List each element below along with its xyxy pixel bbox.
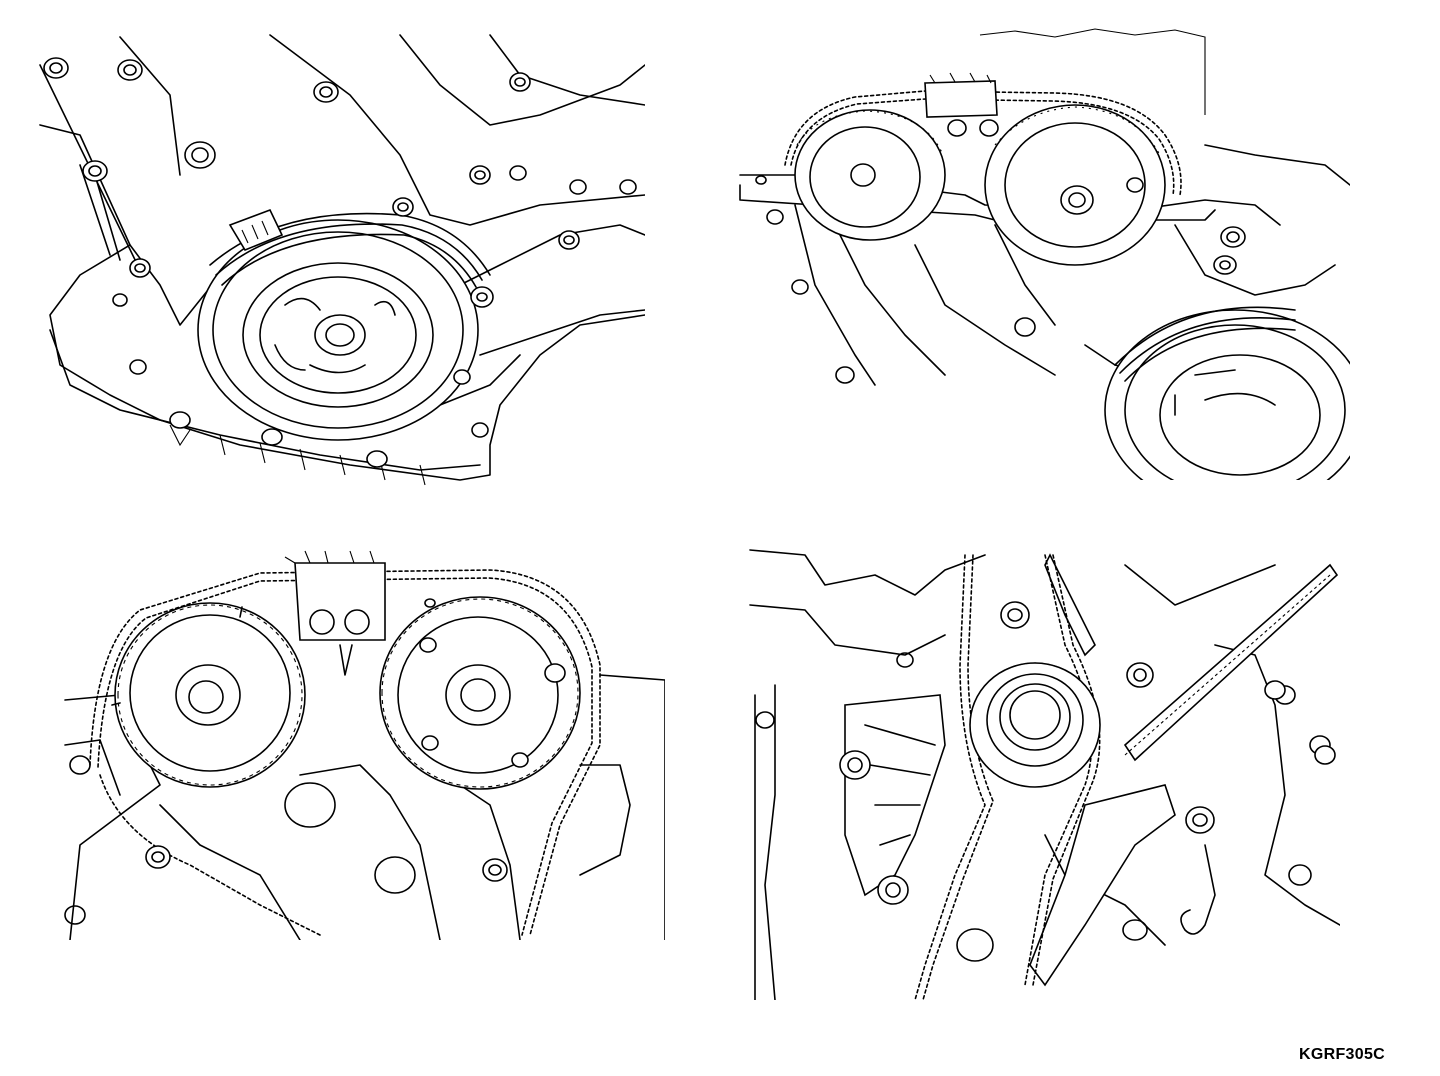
- crankshaft-pulley: [197, 212, 491, 441]
- timing-chain: [89, 569, 601, 936]
- cam-sprockets-drawing: [739, 28, 1350, 480]
- left-cam-sprocket: [111, 602, 306, 788]
- crank-pulley-partial: [1104, 306, 1350, 480]
- block-outline: [64, 674, 665, 940]
- crank-sprocket-and-chain-guides-panel: [745, 545, 1340, 1000]
- right-cam-sprocket: [379, 596, 581, 790]
- guide-bolts: [839, 601, 1336, 905]
- chain-tensioner: [284, 550, 386, 676]
- block-bolts: [145, 598, 508, 882]
- right-cam-sprocket: [984, 104, 1166, 266]
- cover-bolts: [43, 57, 637, 468]
- front-cover-drawing: [39, 34, 645, 486]
- cam-sprockets-and-timing-chain-panel: [60, 545, 665, 940]
- timing-chain: [784, 90, 1182, 196]
- crank-sprocket: [969, 662, 1101, 788]
- timing-mark-bracket: [228, 208, 284, 251]
- cam-chain-drawing: [64, 550, 665, 940]
- chain-tensioner: [924, 72, 999, 137]
- left-cam-sprocket: [794, 109, 946, 241]
- block-outline: [749, 549, 1340, 1000]
- crank-sprocket-drawing: [749, 549, 1340, 1000]
- chain-guides: [844, 553, 1339, 987]
- spring-hook: [1180, 844, 1216, 935]
- head-bolts: [755, 175, 1246, 384]
- cam-sprockets-with-crank-pulley-panel: [735, 25, 1350, 480]
- cylinder-head-outline: [739, 28, 1350, 386]
- figure-code-label: KGRF305C: [1299, 1046, 1385, 1063]
- front-cover-with-crank-pulley-panel: [20, 25, 645, 490]
